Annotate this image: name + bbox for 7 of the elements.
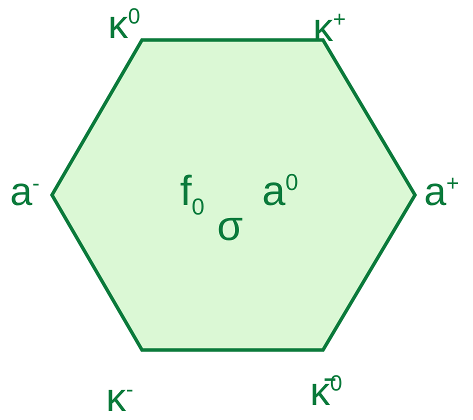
particle-label: σ [217,205,243,247]
vertex-label: a$^{+}$ [424,172,460,212]
vertex-label: κ$^{-}$ [106,378,134,418]
particle-label: f$_{0}$ [180,170,205,218]
particle-label: a$^{0}$ [262,170,298,212]
vertex-label: κ$^{0}$ [108,5,140,45]
vertex-label: a$^{-}$ [10,172,40,212]
